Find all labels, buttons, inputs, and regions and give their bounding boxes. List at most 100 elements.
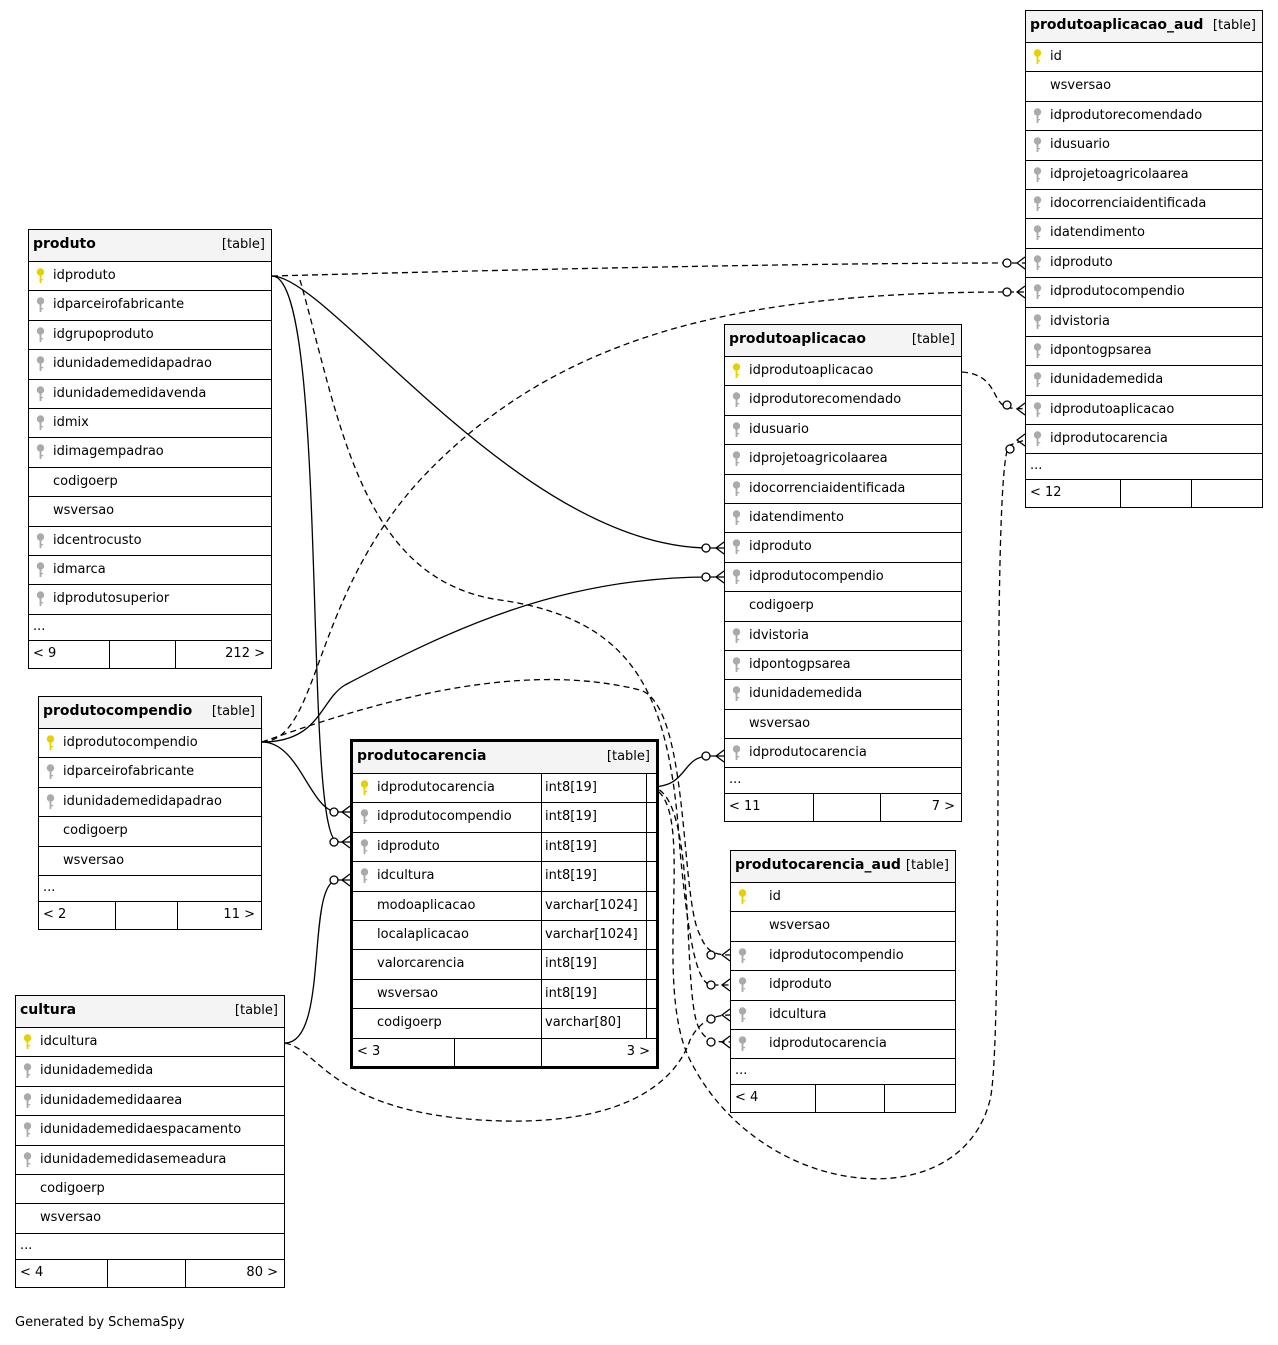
column-row[interactable]: idpontogpsarea [1026,337,1262,367]
column-row[interactable]: idunidademedida [725,680,961,710]
column-row[interactable]: idunidademedida [1026,366,1262,396]
column-row[interactable]: idprodutosuperior [29,585,271,615]
column-row[interactable]: idprodutocompendio [39,729,261,759]
column-name: idunidademedidaarea [40,1092,183,1108]
column-row[interactable]: idpontogpsarea [725,651,961,681]
parent-count[interactable]: < 3 [357,1043,381,1059]
column-row[interactable]: idprodutocarencia [731,1030,955,1060]
table-produtoaplicacao[interactable]: produtoaplicacao[table]idprodutoaplicaca… [724,324,962,823]
more-columns: ... [39,876,261,902]
column-row[interactable]: idcultura [731,1001,955,1030]
parent-count[interactable]: < 4 [735,1090,759,1106]
column-name: idocorrenciaidentificada [1050,195,1207,211]
column-row[interactable]: id [1026,43,1262,73]
column-row[interactable]: idprodutocompendio [1026,278,1262,308]
child-count[interactable]: 3 > [626,1043,650,1059]
column-row[interactable]: idvistoria [1026,308,1262,337]
column-row[interactable]: idusuario [1026,131,1262,161]
column-row[interactable]: idmix [29,409,271,439]
column-row[interactable]: codigoerp [725,592,961,622]
column-row[interactable]: codigoerp [29,468,271,498]
column-row[interactable]: idatendimento [1026,219,1262,249]
column-row[interactable]: idunidademedida [16,1057,284,1087]
column-row[interactable]: idprodutocarencia [1026,425,1262,455]
column-row[interactable]: idunidademedidasemeadura [16,1146,284,1175]
column-row[interactable]: idunidademedidaespacamento [16,1116,284,1146]
column-row[interactable]: idusuario [725,416,961,446]
column-row[interactable]: wsversao [725,710,961,740]
table-type-label: [table] [1212,18,1256,33]
column-row[interactable]: wsversao [39,847,261,876]
child-count[interactable]: 7 > [931,799,955,815]
column-name: idpontogpsarea [1050,342,1152,358]
column-row[interactable]: codigoerp [16,1175,284,1205]
ellipsis-text: ... [729,772,742,788]
column-row[interactable]: idprojetoagricolaarea [1026,161,1262,190]
column-row[interactable]: idgrupoproduto [29,321,271,351]
column-row[interactable]: idocorrenciaidentificada [725,475,961,504]
link-cultura-produtocarencia-aud [284,1014,731,1122]
column-row[interactable]: wsversao [1026,72,1262,102]
column-row[interactable]: idatendimento [725,504,961,534]
column-row[interactable]: idunidademedidavenda [29,380,271,409]
child-count[interactable]: 11 > [223,906,255,922]
parent-count[interactable]: < 9 [33,645,57,661]
column-row[interactable]: idparceirofabricante [39,758,261,788]
column-row[interactable]: idproduto [29,262,271,292]
column-row[interactable]: idproduto [725,533,961,563]
column-row[interactable]: idprodutoaplicacao [725,357,961,387]
column-row[interactable]: idprodutocompendio [731,942,955,972]
table-name: produtocarencia [357,748,487,764]
column-row[interactable]: idunidademedidapadrao [29,350,271,380]
column-name: idprodutocompendio [63,735,198,750]
column-row[interactable]: idimagempadrao [29,438,271,468]
column-row[interactable]: idprodutocarencia [725,739,961,769]
column-row[interactable]: idprodutorecomendado [725,386,961,416]
column-row[interactable]: idvistoria [725,622,961,651]
column-row[interactable]: wsversao [29,497,271,527]
column-row[interactable]: idproduto [1026,249,1262,279]
parent-count[interactable]: < 2 [43,906,67,922]
column-row[interactable]: id [731,883,955,913]
parent-count[interactable]: < 11 [729,799,761,815]
column-row[interactable]: idcultura [16,1028,284,1058]
child-count[interactable]: 80 > [246,1264,278,1280]
column-row[interactable]: idparceirofabricante [29,291,271,321]
footer-divider [177,901,178,929]
column-row[interactable]: idcentrocusto [29,527,271,556]
column-row[interactable]: idprodutorecomendado [1026,102,1262,132]
parent-count[interactable]: < 4 [20,1264,44,1280]
column-row[interactable]: idprojetoagricolaarea [725,445,961,475]
column-row[interactable]: idunidademedidaarea [16,1087,284,1117]
more-columns: ... [731,1059,955,1086]
column-row[interactable]: idunidademedidapadrao [39,788,261,818]
column-row[interactable]: idocorrenciaidentificada [1026,190,1262,220]
column-row[interactable]: idproduto [731,971,955,1001]
column-row[interactable]: idprodutoaplicacao [1026,396,1262,426]
column-row[interactable]: idmarca [29,556,271,586]
link-cultura-produtocarencia [284,879,350,1044]
table-name: produto [33,236,96,252]
table-produtocompendio[interactable]: produtocompendio[table]idprodutocompendi… [38,696,262,930]
parent-count[interactable]: < 12 [1030,485,1062,501]
more-columns: ... [725,768,961,795]
column-row[interactable]: codigoerp [39,817,261,847]
child-count[interactable]: 212 > [225,645,265,661]
column-row[interactable]: idprodutocompendio [725,563,961,593]
column-row[interactable]: wsversao [731,912,955,942]
column-row[interactable]: wsversao [16,1204,284,1234]
